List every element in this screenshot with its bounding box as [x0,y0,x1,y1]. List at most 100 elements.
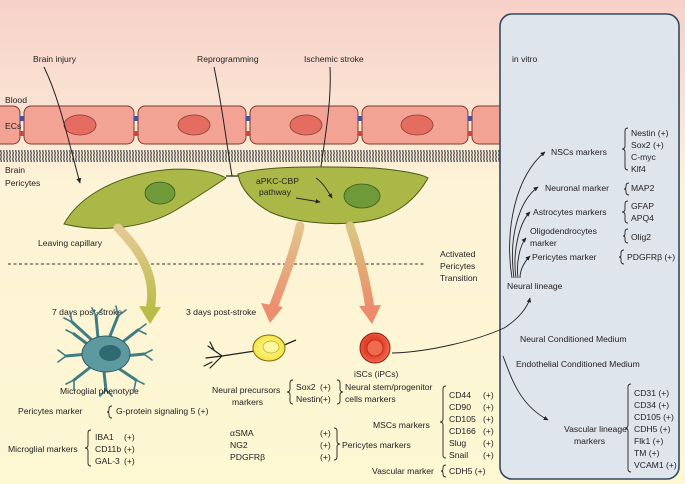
nscs-marker-sox2: Sox2 (+) [631,140,664,150]
vascular-marker-flk1: Flk1 (+) [634,436,664,446]
msc-marker-cd44: CD44 [449,390,471,400]
apkc-label-line2: pathway [259,187,292,197]
endothelial-nucleus [289,114,323,136]
bracket [286,379,294,405]
pericyte-sign: (+) [320,452,331,462]
msc-sign: (+) [483,402,494,412]
neural-stem-item-sox2: Sox2 [296,382,316,392]
endothelial-cell [0,105,21,145]
neural-stem-label-line1: Neural stem/progenitor [345,382,433,392]
bracket [621,127,629,171]
leaving-capillary-label: Leaving capillary [38,238,103,248]
neural-conditioned-medium-label: Neural Conditioned Medium [520,334,627,344]
oligodendrocytes-label-line1: Oligodendrocytes [530,226,597,236]
endothelial-nucleus [63,114,97,136]
apkc-arrow [295,197,321,204]
neural-stem-label-line2: cells markers [345,394,396,404]
fat-arrow-to-microglia [113,223,157,315]
pericyte-sign: (+) [320,440,331,450]
fat-arrow-to-isc [345,221,375,313]
oligodendrocytes-marker-item: Olig2 [631,232,651,242]
bracket [439,385,447,459]
neural-precursors-label-line1: Neural precursors [212,385,280,395]
microglial-sign: (+) [124,456,135,466]
fat-arrow-to-precursor [268,221,305,313]
in-vitro-panel [499,13,680,480]
apkc-label-line1: aPKC-CBP [256,176,299,186]
nscs-marker-cmyc: C-myc [631,152,657,162]
bracket [106,405,113,419]
endothelial-nucleus [177,114,211,136]
astrocytes-markers-label: Astrocytes markers [533,207,607,217]
blood-label: Blood [5,95,27,105]
microglial-marker-iba1: IBA1 [95,432,114,442]
pericyte-marker-pdgfrb: PDGFRβ [230,452,265,462]
astrocytes-marker-gfap: GFAP [631,201,654,211]
msc-marker-cd105: CD105 [449,414,476,424]
activated-label-line2: Pericytes [440,261,475,271]
neural-branch-arrows [509,151,546,279]
bracket [336,379,344,405]
msc-marker-snail: Snail [449,450,468,460]
isc-to-neural-arrow [391,297,532,354]
nscs-markers-label: NSCs markers [551,147,607,157]
isc-cell [359,332,391,364]
activated-label-line1: Activated [440,249,476,259]
vascular-marker-cd105: CD105 (+) [634,412,674,422]
neural-stem-sign: (+) [320,394,331,404]
pathway-arrow [315,177,333,199]
nscs-marker-klf4: Klf4 [631,164,646,174]
nscs-marker-nestin: Nestin (+) [631,128,669,138]
microglial-sign: (+) [124,432,135,442]
mscs-markers-label: MSCs markers [373,420,430,430]
vascular-marker-cdh5: CDH5 (+) [634,424,671,434]
fat-arrow-head [359,305,381,324]
three-days-label: 3 days post-stroke [186,307,256,317]
neural-lineage-label: Neural lineage [507,281,563,291]
pericyte-marker-ng2: NG2 [230,440,248,450]
pericytes-marker-item: G-protein signaling 5 (+) [116,406,209,416]
microglial-sign: (+) [124,444,135,454]
neuronal-marker-label: Neuronal marker [545,183,609,193]
bracket [84,429,92,467]
bracket [624,383,632,473]
fat-arrow-head [261,303,283,323]
vascular-marker-cd34: CD34 (+) [634,400,669,410]
pericytes-marker-label: Pericytes marker [18,406,83,416]
activated-label-line3: Transition [440,273,478,283]
microglial-marker-gal3: GAL-3 [95,456,120,466]
bracket [440,464,447,478]
vascular-marker-label: Vascular marker [372,466,434,476]
pericyte-leaving [63,168,227,229]
msc-sign: (+) [483,426,494,436]
pericytes-marker-vitro-item: PDGFRβ (+) [627,252,675,262]
msc-marker-cd166: CD166 [449,426,476,436]
msc-sign: (+) [483,414,494,424]
reprogramming-label: Reprogramming [197,54,259,64]
brain-label: Brain [5,165,25,175]
seven-days-label: 7 days post-stroke [52,307,122,317]
isc-to-vascular-arrow [502,355,549,421]
vascular-marker-tm: TM (+) [634,448,660,458]
msc-sign: (+) [483,450,494,460]
pericyte-sign: (+) [320,428,331,438]
vascular-lineage-label-line2: markers [574,436,605,446]
neural-precursors-label-line2: markers [232,397,263,407]
bracket [622,228,629,244]
in-vitro-label: in vitro [512,54,538,64]
astrocytes-marker-apq4: APQ4 [631,213,654,223]
iscs-label: iSCs (iPCs) [354,369,399,379]
fat-arrow-head [139,306,161,324]
ischemic-stroke-label: Ischemic stroke [304,54,364,64]
microglial-markers-label: Microglial markers [8,444,78,454]
msc-sign: (+) [483,438,494,448]
msc-marker-cd90: CD90 [449,402,471,412]
pericyte-nucleus [144,181,176,205]
pericytes-label: Pericytes [5,178,40,188]
msc-sign: (+) [483,390,494,400]
bracket [623,182,630,196]
neural-stem-item-nestin: Nestin [296,394,321,404]
msc-marker-slug: Slug [449,438,466,448]
